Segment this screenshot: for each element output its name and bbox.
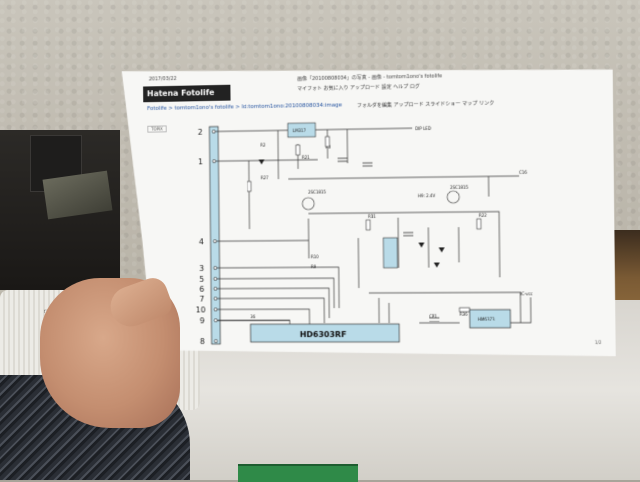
v-pin-label: 36 (250, 314, 256, 319)
pin-label: 7 (199, 295, 204, 304)
pin-label: 9 (200, 316, 205, 325)
ic-vcc-label: IC-vcc (520, 291, 532, 296)
topic-label: TOPIX (147, 125, 166, 132)
print-date: 2017/03/22 (149, 76, 177, 82)
pin-label: 3 (199, 264, 204, 273)
q1-label: 2SC1815 (308, 189, 326, 194)
c16-label: C16 (519, 170, 528, 175)
pin-label: 1 (198, 157, 203, 166)
r10-label: R10 (311, 254, 319, 259)
r36-label: R36 (460, 312, 468, 317)
printed-paper: 2017/03/22 画像「20100808034」の写真 - 画像 - tom… (122, 61, 616, 357)
r27-label: R27 (261, 175, 269, 180)
circuit-schematic: 2 1 4 3 5 6 7 10 9 8 (190, 114, 593, 348)
dip-led-label: DIP LED (415, 126, 431, 131)
pin-label: 8 (200, 337, 205, 346)
pin-label: 4 (199, 237, 204, 246)
pin-label: 10 (196, 305, 206, 314)
main-chip-label: HD6303RF (300, 330, 347, 339)
ic-note-label: H9: 2.4V (418, 193, 436, 198)
pin-label: 6 (199, 285, 204, 294)
green-circuit-board (238, 464, 358, 482)
hatena-fotolife-logo: Hatena Fotolife (143, 85, 230, 103)
breadcrumb: Fotolife > tomtom1ono's fotolife > Id:to… (147, 102, 342, 112)
r21-label: R21 (302, 155, 310, 160)
pin-label: 2 (198, 128, 203, 137)
connector-strip (209, 127, 220, 345)
r22-label: R22 (479, 213, 488, 218)
side-chip-label: HM6373 (478, 317, 495, 322)
regulator-label: LM317 (293, 128, 307, 133)
r11-label: R11 (368, 214, 376, 219)
toolbar-links: フォルダを編集 アップロード スライドショー マップ リンク (357, 100, 494, 110)
print-page-title: 画像「20100808034」の写真 - 画像 - tomtom1ono's f… (297, 72, 442, 82)
q4-label: 2SC1815 (450, 185, 469, 190)
r9-label: R9 (311, 264, 317, 269)
page-number: 1/2 (595, 340, 602, 345)
pin-label: 5 (199, 275, 204, 284)
r2-label: R2 (260, 143, 266, 148)
nav-links: マイフォト お気に入り アップロード 設定 ヘルプ ログ (297, 83, 420, 92)
